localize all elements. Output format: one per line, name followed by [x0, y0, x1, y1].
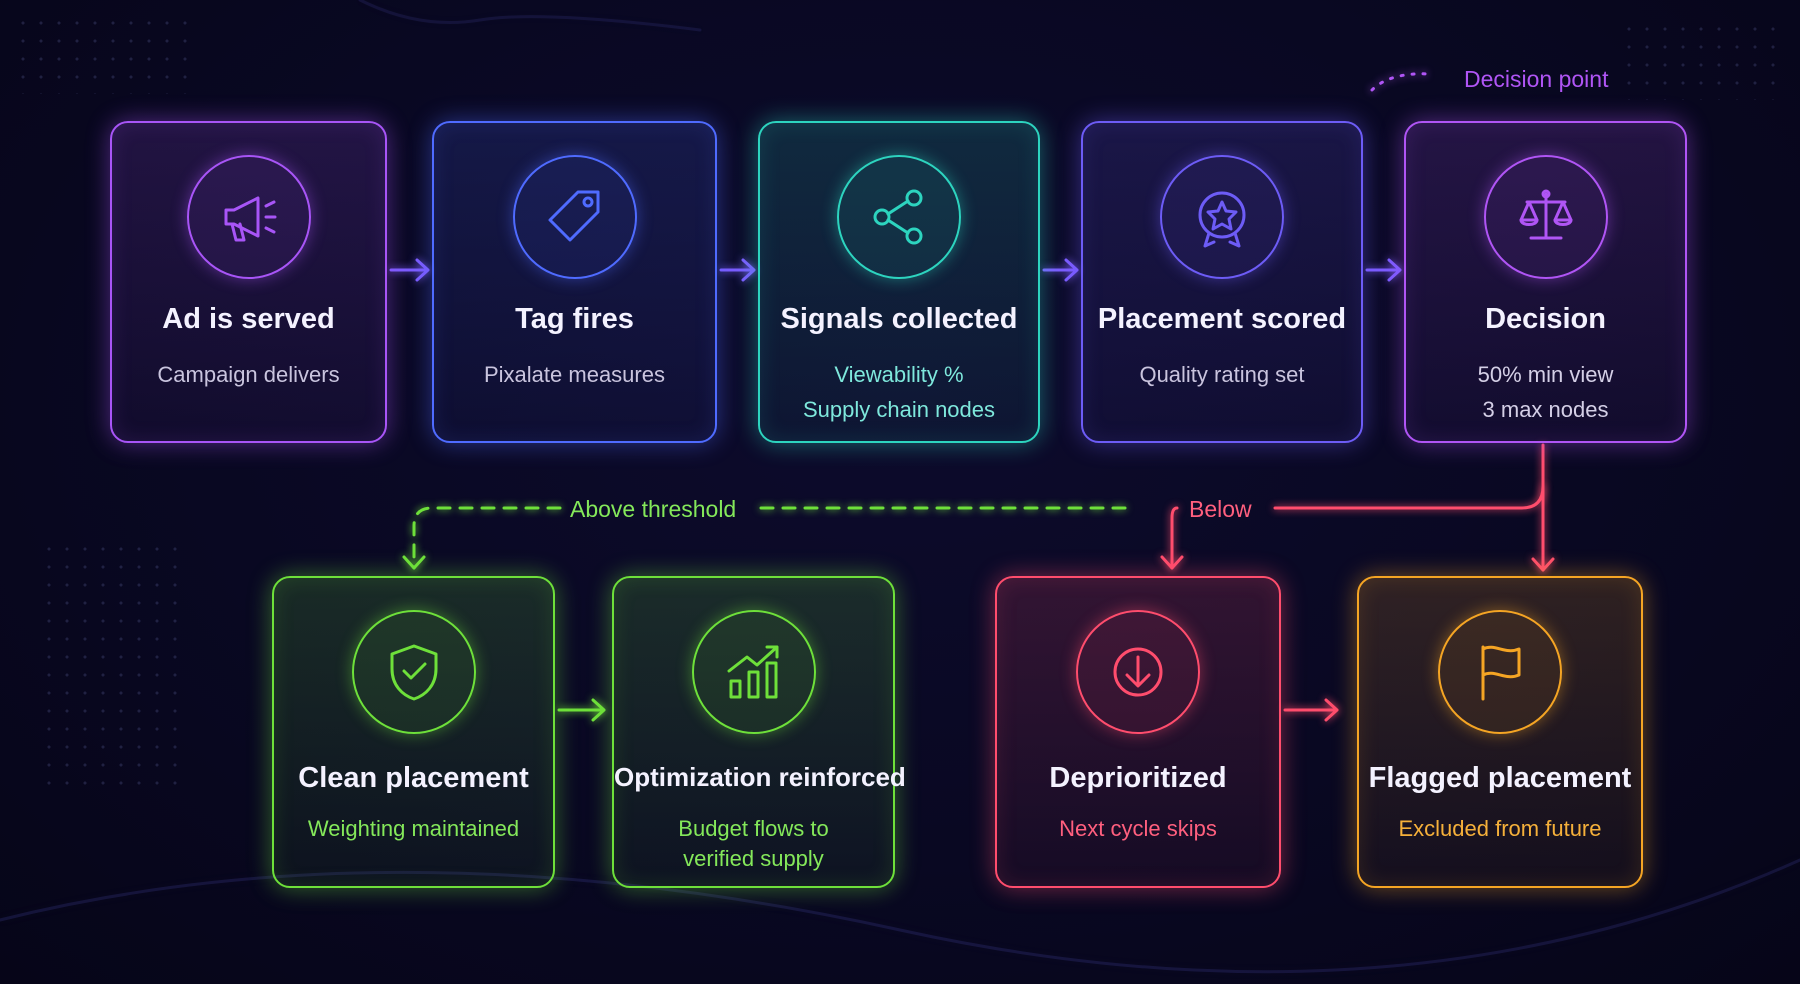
- node-subtitle-line: Budget flows to: [678, 816, 829, 841]
- balance-scale-icon: [1519, 189, 1572, 240]
- icon-ring: [1483, 155, 1608, 279]
- tag-icon: [548, 190, 599, 242]
- node-title: Flagged placement: [1368, 762, 1632, 794]
- dot-grid-decoration: [14, 14, 194, 94]
- icon-ring: [186, 155, 311, 279]
- icon-ring: [351, 610, 476, 734]
- node-subtitle-line: Excluded from future: [1398, 816, 1602, 841]
- icon-ring: [512, 155, 637, 279]
- node-title: Signals collected: [780, 303, 1018, 335]
- icon-ring: [837, 155, 961, 279]
- node-subtitle-line: Supply chain nodes: [802, 397, 996, 422]
- node-subtitle: Excluded from future: [1359, 814, 1641, 844]
- node-subtitle: Viewability % Supply chain nodes: [760, 357, 1038, 427]
- node-title: Deprioritized: [1049, 762, 1227, 794]
- share-nodes-icon: [873, 189, 923, 245]
- icon-ring: [1076, 610, 1200, 734]
- decision-point-label: Decision point: [1464, 66, 1609, 92]
- node-subtitle-line: verified supply: [683, 846, 824, 871]
- dot-grid-decoration: [40, 540, 190, 790]
- background-curve: [0, 858, 1800, 974]
- node-subtitle-line: Quality rating set: [1139, 362, 1305, 387]
- below-branch-line: [1273, 443, 1545, 510]
- node-title: Placement scored: [1097, 303, 1347, 335]
- node-title: Decision: [1485, 303, 1606, 335]
- node-subtitle: Next cycle skips: [997, 814, 1279, 844]
- node-subtitle: Weighting maintained: [274, 814, 553, 844]
- node-subtitle-line: 50% min view: [1477, 362, 1614, 387]
- icon-ring: [1160, 155, 1284, 279]
- above-threshold-arrowhead: [402, 555, 426, 570]
- background-curve: [358, 0, 702, 32]
- node-title: Optimization reinforced: [614, 762, 906, 792]
- megaphone-icon: [224, 196, 276, 242]
- node-subtitle: Campaign delivers: [112, 357, 385, 392]
- below-label: Below: [1189, 496, 1252, 522]
- node-title: Tag fires: [515, 303, 634, 335]
- decision-point-arc: [1370, 72, 1432, 92]
- node-subtitle: Budget flows to verified supply: [614, 814, 893, 874]
- flow-arrow: [1042, 258, 1079, 282]
- node-subtitle-line: Next cycle skips: [1059, 816, 1217, 841]
- flow-arrow: [1365, 258, 1402, 282]
- star-badge-icon: [1198, 191, 1246, 248]
- node-subtitle: Quality rating set: [1083, 357, 1361, 392]
- node-subtitle: Pixalate measures: [434, 357, 715, 392]
- bar-chart-up-icon: [727, 645, 778, 699]
- above-threshold-label: Above threshold: [570, 496, 737, 522]
- node-decision: Decision 50% min view 3 max nodes: [1404, 121, 1687, 443]
- node-title: Ad is served: [162, 303, 335, 335]
- deprioritized-branch-arrowhead: [1160, 555, 1184, 570]
- node-subtitle-line: Weighting maintained: [307, 816, 520, 841]
- node-subtitle: 50% min view 3 max nodes: [1406, 357, 1685, 427]
- node-title: Clean placement: [298, 762, 529, 794]
- node-subtitle-line: Viewability %: [834, 362, 964, 387]
- node-subtitle-line: Campaign delivers: [157, 362, 340, 387]
- flag-icon: [1481, 645, 1521, 701]
- icon-ring: [1438, 610, 1562, 734]
- deprioritized-branch-line: [1170, 506, 1179, 570]
- flow-arrow: [389, 258, 430, 282]
- flow-arrow: [719, 258, 756, 282]
- node-subtitle-line: Pixalate measures: [484, 362, 665, 387]
- node-subtitle-line: 3 max nodes: [1482, 397, 1609, 422]
- flow-arrow-green: [557, 698, 606, 722]
- above-threshold-line: [412, 506, 562, 570]
- shield-check-icon: [390, 644, 437, 701]
- flow-arrow-red: [1283, 698, 1339, 722]
- down-arrow-circle-icon: [1113, 647, 1163, 697]
- icon-ring: [691, 610, 816, 734]
- flag-branch-arrowhead: [1531, 557, 1555, 572]
- dot-grid-decoration: [1620, 20, 1780, 100]
